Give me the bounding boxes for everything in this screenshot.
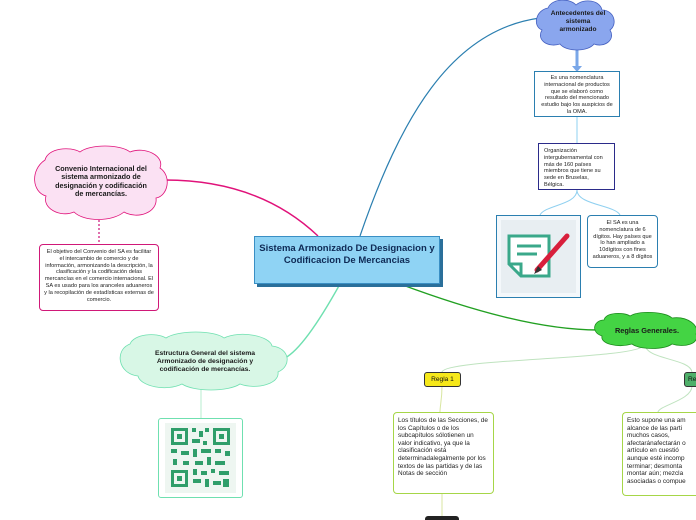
antecedentes-box-1[interactable]: Es una nomenclatura internacional de pro… — [534, 71, 620, 117]
qr-image[interactable] — [158, 418, 243, 498]
central-topic-label: Sistema Armonizado De Designacion y Codi… — [259, 243, 435, 266]
cloud-antecedentes — [535, 0, 615, 51]
regla-1-text: Los títulos de las Secciones, de los Cap… — [398, 417, 488, 478]
link-regla1-text — [439, 385, 443, 413]
estructura-label[interactable]: Estructura General del sistema Armonizad… — [154, 350, 256, 374]
link-reglas-regla1 — [441, 343, 646, 373]
regla-2-tag[interactable]: Re — [684, 372, 696, 387]
regla-next-tag[interactable] — [425, 516, 459, 520]
regla-2-text-box[interactable]: Esto supone una am alcance de las parti … — [622, 412, 696, 496]
qr-code-icon — [165, 423, 236, 493]
regla-1-tag[interactable]: Regla 1 — [424, 372, 461, 387]
regla-2-text: Esto supone una am alcance de las parti … — [627, 417, 686, 485]
document-pen-image[interactable] — [496, 215, 581, 298]
link-estructura — [284, 283, 341, 359]
link-box2-box3 — [576, 189, 621, 216]
central-topic[interactable]: Sistema Armonizado De Designacion y Codi… — [254, 236, 440, 284]
cloud-convenio — [34, 145, 168, 220]
convenio-detail-text: El objetivo del Convenio del SA es facil… — [44, 249, 154, 303]
cloud-estructura — [119, 331, 288, 391]
convenio-detail-box[interactable]: El objetivo del Convenio del SA es facil… — [39, 244, 159, 311]
link-antecedentes — [359, 17, 541, 237]
cloud-reglas — [594, 312, 696, 349]
antecedentes-box-2[interactable]: Organización intergubernamental con más … — [538, 143, 615, 190]
antecedentes-box-3-text: El SA es una nomenclatura de 6 dígitos. … — [592, 220, 653, 260]
link-regla2-text — [657, 385, 693, 413]
antecedentes-box-1-text: Es una nomenclatura internacional de pro… — [541, 75, 613, 115]
reglas-label[interactable]: Reglas Generales. — [614, 326, 680, 335]
regla-1-text-box[interactable]: Los títulos de las Secciones, de los Cap… — [393, 412, 494, 494]
convenio-label[interactable]: Convenio Internacional del sistema armon… — [55, 164, 147, 199]
antecedentes-box-2-text: Organización intergubernamental con más … — [544, 148, 603, 188]
link-convenio — [164, 179, 319, 237]
link-box2-image — [539, 189, 578, 216]
arrow-head-icon — [572, 66, 582, 72]
document-pen-icon — [501, 220, 576, 293]
antecedentes-box-3[interactable]: El SA es una nomenclatura de 6 dígitos. … — [587, 215, 658, 268]
link-reglas — [399, 283, 599, 331]
antecedentes-label[interactable]: Antecedentes del sistema armonizado — [550, 10, 606, 33]
